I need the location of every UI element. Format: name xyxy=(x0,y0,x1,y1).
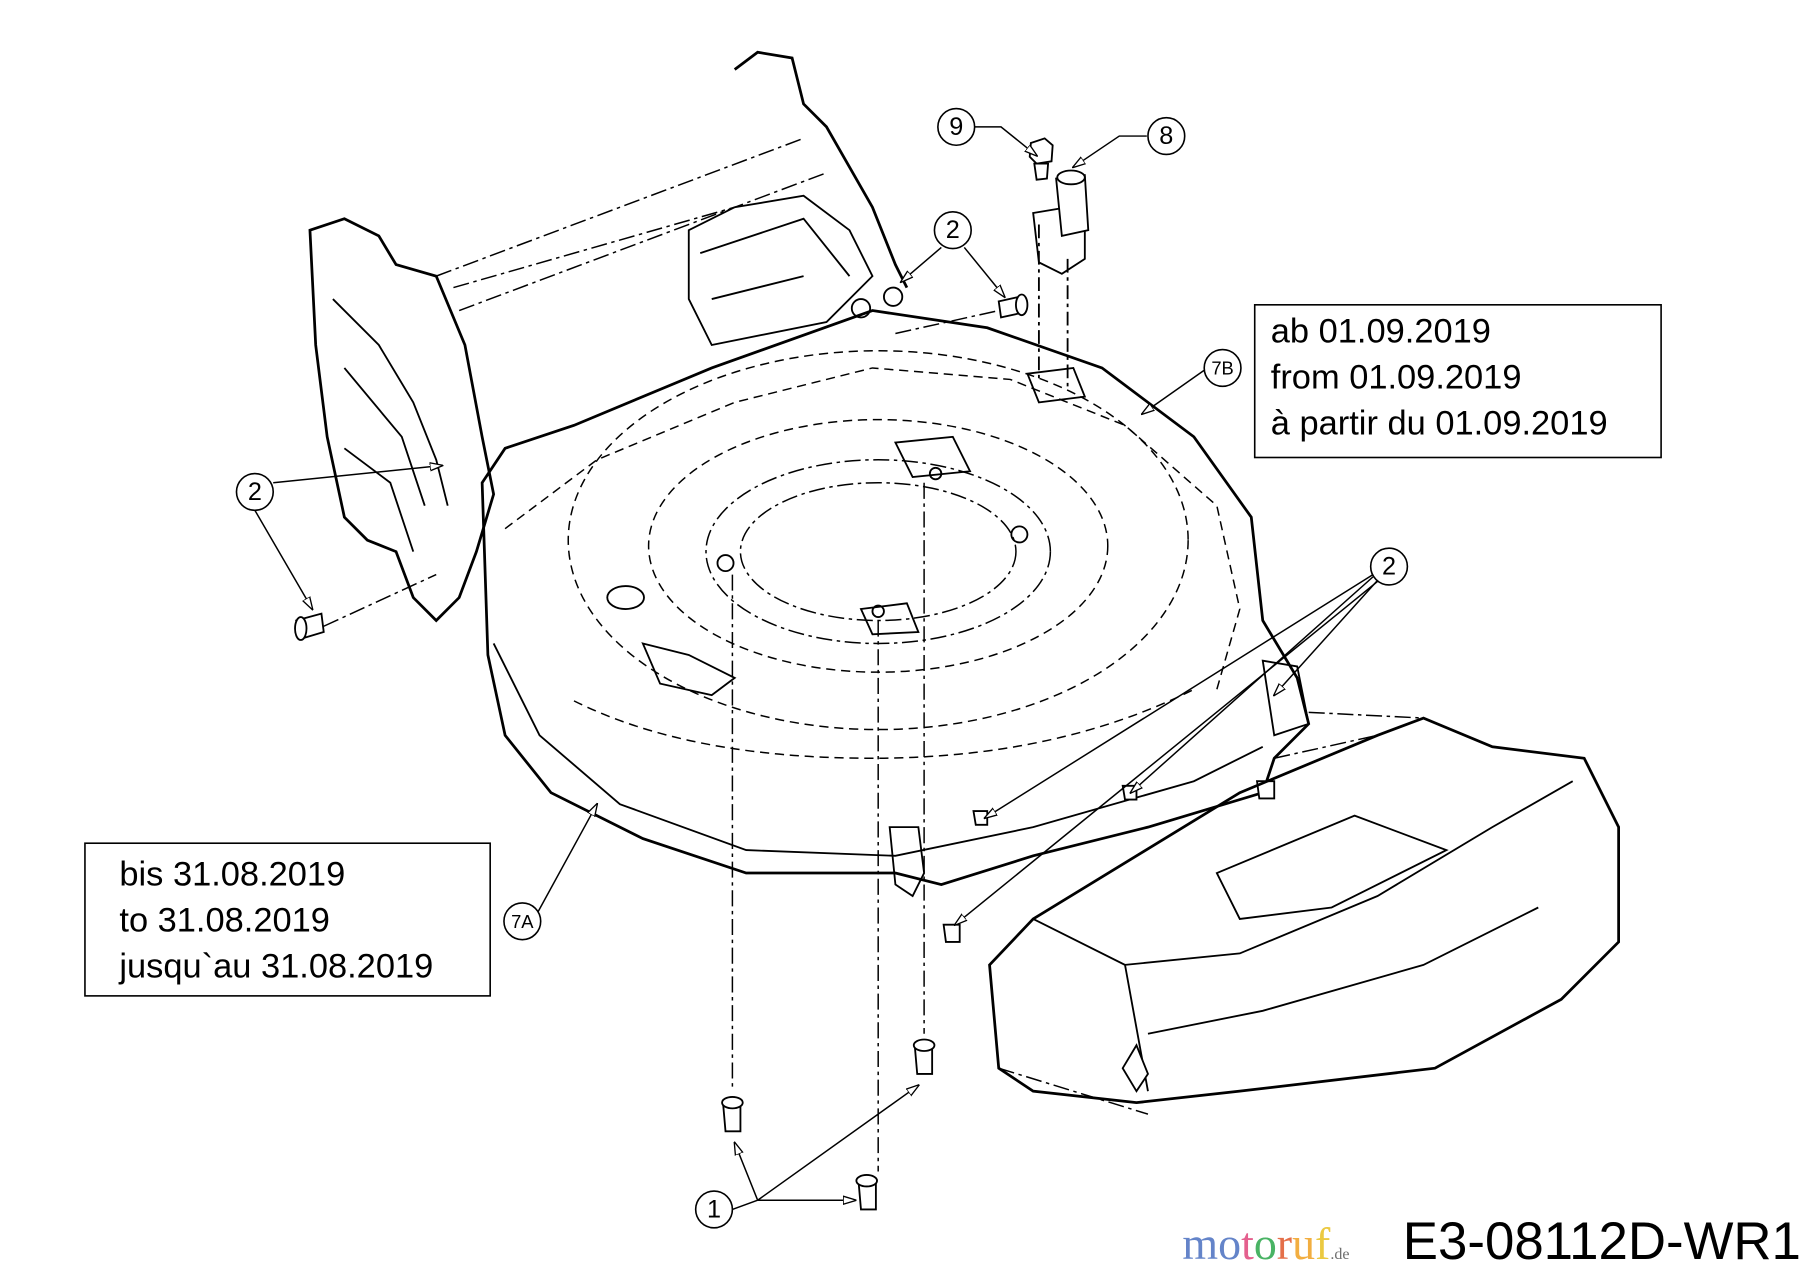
callout-8: 8 xyxy=(1147,116,1186,156)
callout-1: 1 xyxy=(694,1190,734,1229)
watermark-suffix: .de xyxy=(1330,1246,1349,1263)
svg-text:2: 2 xyxy=(248,478,262,506)
handle-frame xyxy=(308,50,909,623)
note-line: bis 31.08.2019 xyxy=(119,856,345,894)
bolt-9 xyxy=(1028,137,1054,181)
callout-7a: 7A xyxy=(503,902,542,941)
watermark-letter: f xyxy=(1315,1218,1331,1269)
motoruf-watermark: motoruf.de xyxy=(1182,1218,1349,1269)
watermark-letter: m xyxy=(1182,1218,1218,1269)
note-box-until-date: bis 31.08.2019 to 31.08.2019 jusqu`au 31… xyxy=(84,842,491,997)
svg-text:9: 9 xyxy=(949,113,963,141)
svg-text:7B: 7B xyxy=(1211,357,1233,378)
note-line: to 31.08.2019 xyxy=(119,902,330,940)
callout-2-top: 2 xyxy=(933,211,972,250)
watermark-letter: r xyxy=(1277,1218,1292,1269)
svg-text:7A: 7A xyxy=(511,911,534,932)
note-line: from 01.09.2019 xyxy=(1271,359,1522,397)
svg-text:8: 8 xyxy=(1159,122,1173,150)
svg-text:2: 2 xyxy=(946,216,960,244)
callout-2-right: 2 xyxy=(1369,547,1409,586)
callout-7b: 7B xyxy=(1203,348,1242,388)
note-line: à partir du 01.09.2019 xyxy=(1271,405,1608,443)
svg-text:2: 2 xyxy=(1382,553,1396,581)
screws xyxy=(294,293,1276,1211)
svg-text:motoruf.de: motoruf.de xyxy=(1182,1218,1349,1269)
note-box-from-date: ab 01.09.2019 from 01.09.2019 à partir d… xyxy=(1253,304,1662,459)
mower-deck xyxy=(480,286,1311,898)
callout-2-left: 2 xyxy=(235,472,275,512)
diagram-code: E3-08112D-WR1 xyxy=(1403,1212,1800,1271)
watermark-letter: t xyxy=(1241,1218,1254,1269)
leader-lines xyxy=(254,126,1379,1211)
grass-catcher xyxy=(988,711,1621,1115)
watermark-letter: o xyxy=(1218,1218,1241,1269)
watermark-letter: o xyxy=(1254,1218,1277,1269)
svg-text:1: 1 xyxy=(707,1195,721,1223)
watermark-letter: u xyxy=(1292,1218,1315,1269)
note-line: jusqu`au 31.08.2019 xyxy=(118,948,433,986)
callout-9: 9 xyxy=(937,107,976,147)
discharge-adapter xyxy=(1032,169,1090,391)
note-line: ab 01.09.2019 xyxy=(1271,313,1491,351)
